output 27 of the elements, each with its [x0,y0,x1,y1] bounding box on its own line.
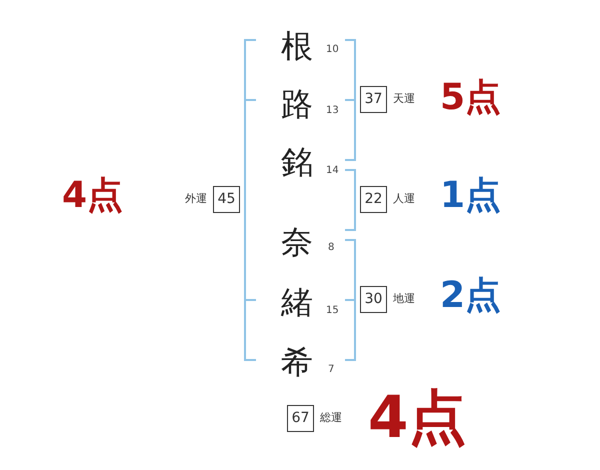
fortune-label: 地運 [393,291,415,308]
stroke-count: 13 [326,105,339,117]
name-character: 希 [281,342,313,382]
number-box: 67 [287,405,314,432]
fortune-label: 人運 [393,191,415,208]
stroke-count: 14 [326,165,339,177]
score-text: 4点 [62,174,124,218]
name-character: 根 [281,26,313,66]
stroke-count: 8 [328,242,334,254]
score-text: 1点 [440,174,502,218]
score-text: 2点 [440,274,502,318]
stroke-count: 7 [328,364,334,376]
name-character: 銘 [281,142,313,182]
total-score-text: 4点 [368,383,466,451]
score-text: 5点 [440,76,502,120]
fortune-label: 天運 [393,91,415,108]
name-character: 路 [281,84,313,124]
fortune-label: 総運 [320,410,342,426]
number-box: 45 [213,186,240,213]
number-box: 30 [360,286,387,313]
number-box: 37 [360,86,387,113]
name-character: 奈 [281,222,313,262]
stroke-count: 15 [326,305,339,317]
name-character: 緒 [281,282,313,322]
stroke-count: 10 [326,44,339,56]
number-box: 22 [360,186,387,213]
fortune-label: 外運 [185,191,207,208]
